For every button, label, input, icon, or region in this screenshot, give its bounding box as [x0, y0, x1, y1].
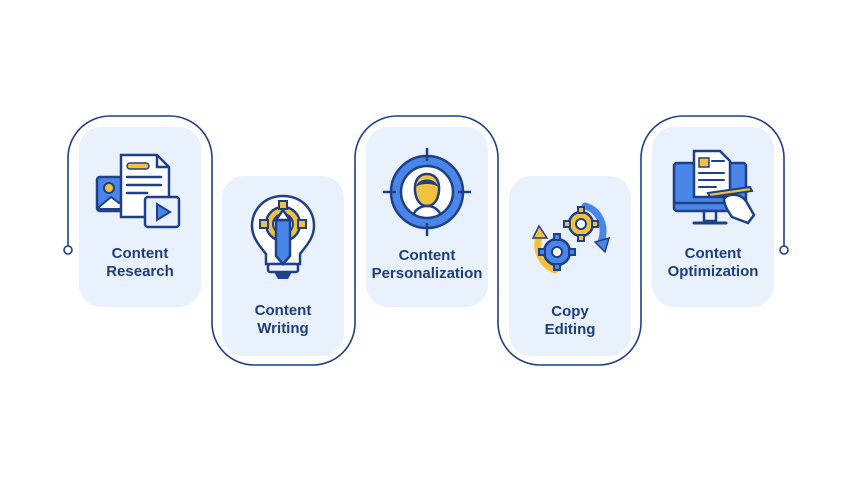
step-card-content-optimization: Content Optimization — [652, 127, 774, 307]
lightbulb-pencil-icon — [250, 194, 316, 279]
research-icon — [95, 153, 181, 229]
step-card-content-writing: Content Writing — [222, 176, 344, 356]
step-label: Content Personalization — [371, 247, 483, 282]
step-card-content-research: Content Research — [79, 127, 201, 307]
target-user-icon — [383, 148, 471, 236]
end-dot — [779, 245, 789, 255]
step-card-copy-editing: Copy Editing — [509, 176, 631, 356]
start-dot — [63, 245, 73, 255]
step-label: Content Writing — [254, 302, 312, 337]
step-label: Content Research — [106, 245, 174, 280]
gears-cycle-icon — [531, 202, 611, 274]
step-card-content-personalization: Content Personalization — [366, 127, 488, 307]
step-label: Copy Editing — [544, 303, 596, 338]
step-label: Content Optimization — [667, 245, 759, 280]
monitor-document-icon — [672, 149, 756, 225]
